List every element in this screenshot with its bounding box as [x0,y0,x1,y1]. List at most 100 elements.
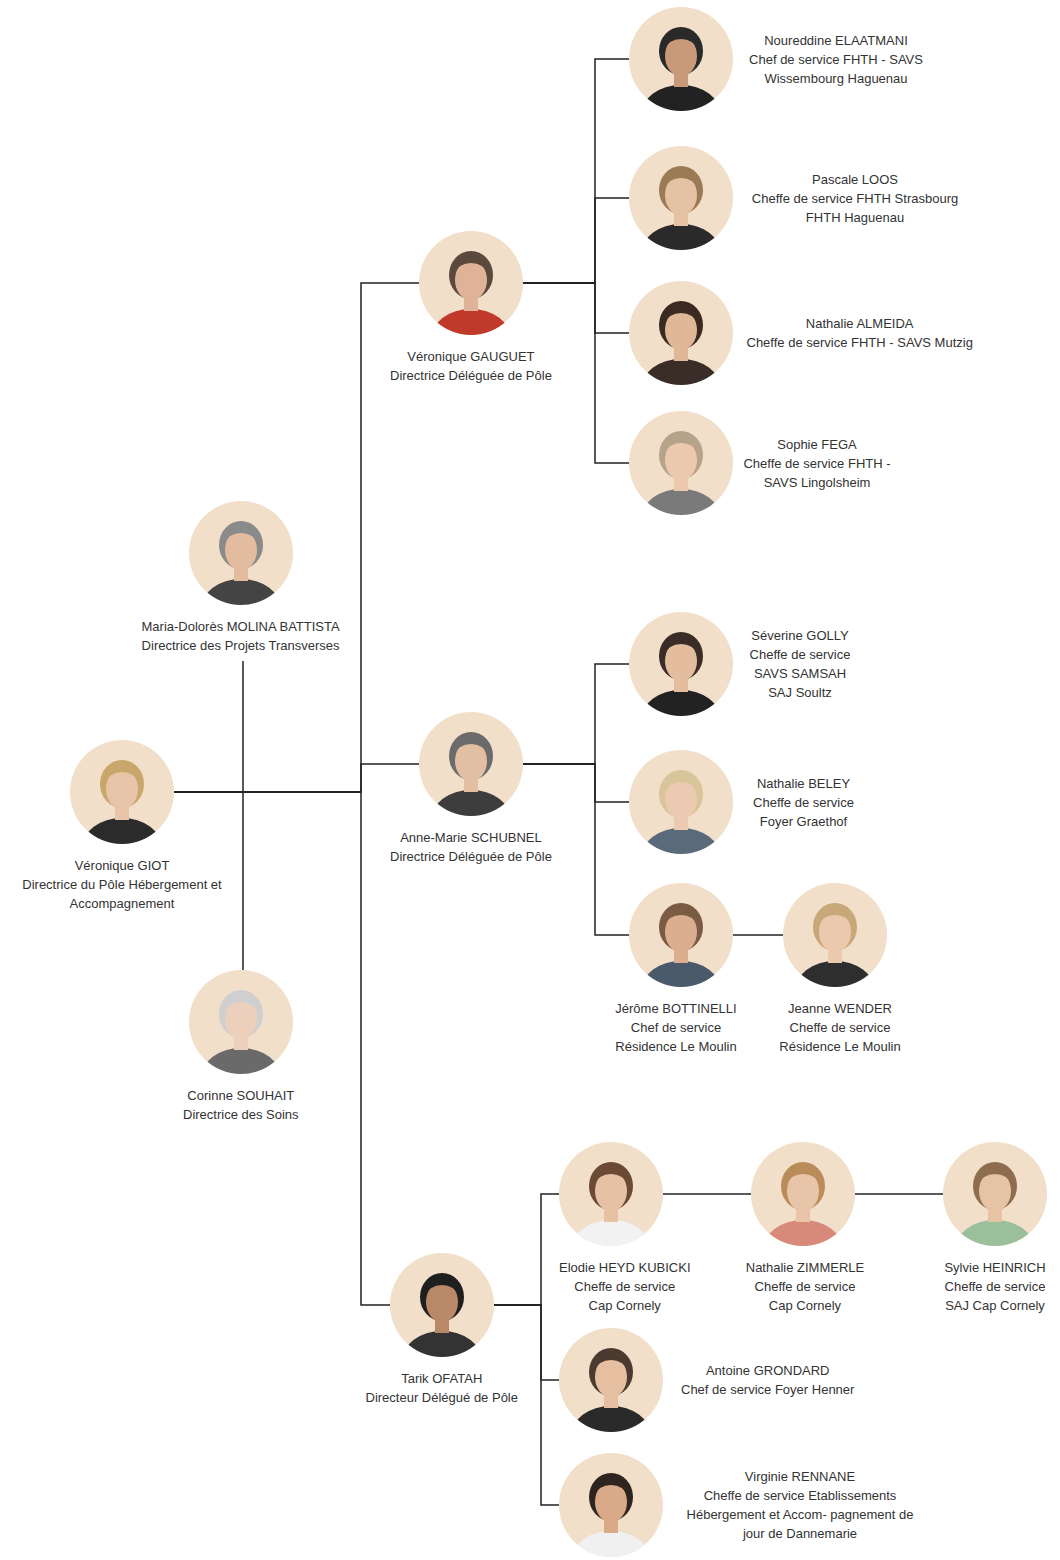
person-node: Sophie FEGACheffe de service FHTH - SAVS… [629,411,892,515]
person-role: Directrice Déléguée de Pôle [390,847,552,866]
portrait-photo [559,1328,663,1432]
org-connector [174,283,419,792]
person-name: Virginie RENNANE [680,1467,920,1486]
org-connector [174,764,419,792]
person-role: Cheffe de service FHTH - SAVS Mutzig [747,333,973,352]
person-caption: Anne-Marie SCHUBNELDirectrice Déléguée d… [390,828,552,866]
person-node: Anne-Marie SCHUBNELDirectrice Déléguée d… [390,712,552,866]
portrait-photo [629,7,733,111]
person-caption: Virginie RENNANECheffe de service Etabli… [680,1467,920,1543]
person-name: Jérôme BOTTINELLI [611,999,741,1018]
person-caption: Tarik OFATAHDirecteur Délégué de Pôle [366,1369,518,1407]
person-node: Nathalie ALMEIDACheffe de service FHTH -… [629,281,974,385]
person-caption: Elodie HEYD KUBICKICheffe de service Cap… [559,1258,691,1315]
person-role: Cheffe de service SAVS SAMSAH SAJ Soultz [745,645,855,702]
person-node: Elodie HEYD KUBICKICheffe de service Cap… [559,1142,691,1315]
person-name: Nathalie ALMEIDA [747,314,973,333]
person-node: Sylvie HEINRICHCheffe de service SAJ Cap… [935,1142,1055,1315]
person-caption: Nathalie ZIMMERLECheffe de service Cap C… [745,1258,865,1315]
org-connector [733,934,783,936]
person-name: Nathalie ZIMMERLE [745,1258,865,1277]
person-name: Pascale LOOS [745,170,965,189]
person-role: Cheffe de service FHTH - SAVS Lingolshei… [742,454,892,492]
org-connector [494,1194,559,1305]
person-role: Cheffe de service Cap Cornely [565,1277,685,1315]
org-connector [523,664,629,764]
person-role: Directrice des Projets Transverses [142,636,340,655]
person-node: Jeanne WENDERCheffe de service Résidence… [775,883,905,1056]
portrait-photo [629,612,733,716]
person-role: Chef de service Foyer Henner [681,1380,854,1399]
portrait-photo [559,1142,663,1246]
person-node: Nathalie ZIMMERLECheffe de service Cap C… [745,1142,865,1315]
person-name: Maria-Dolorès MOLINA BATTISTA [142,617,340,636]
person-node: Corinne SOUHAITDirectrice des Soins [183,970,299,1124]
person-name: Séverine GOLLY [745,626,855,645]
portrait-photo [559,1453,663,1557]
person-role: Cheffe de service Etablissements Héberge… [680,1486,920,1543]
person-node: Noureddine ELAATMANIChef de service FHTH… [629,7,931,111]
person-caption: Sophie FEGACheffe de service FHTH - SAVS… [742,435,892,492]
person-role: Directrice des Soins [183,1105,299,1124]
person-role: Chef de service FHTH - SAVS Wissembourg … [741,50,931,88]
org-connector [174,661,243,792]
person-name: Nathalie BELEY [741,774,866,793]
portrait-photo [783,883,887,987]
org-connector [494,1305,559,1380]
portrait-photo [629,146,733,250]
person-name: Corinne SOUHAIT [183,1086,299,1105]
person-node: Jérôme BOTTINELLIChef de service Résiden… [611,883,741,1056]
person-role: Cheffe de service Résidence Le Moulin [775,1018,905,1056]
person-caption: Nathalie ALMEIDACheffe de service FHTH -… [747,314,973,352]
person-caption: Jérôme BOTTINELLIChef de service Résiden… [611,999,741,1056]
person-name: Sophie FEGA [742,435,892,454]
org-connector [523,283,629,333]
person-name: Véronique GIOT [20,856,225,875]
person-role: Directeur Délégué de Pôle [366,1388,518,1407]
portrait-photo [629,883,733,987]
person-name: Antoine GRONDARD [681,1361,854,1380]
portrait-photo [189,501,293,605]
person-name: Jeanne WENDER [775,999,905,1018]
person-node: Tarik OFATAHDirecteur Délégué de Pôle [366,1253,519,1407]
person-caption: Pascale LOOSCheffe de service FHTH Stras… [745,170,965,227]
portrait-photo [629,750,733,854]
person-role: Chef de service Résidence Le Moulin [611,1018,741,1056]
person-caption: Séverine GOLLYCheffe de service SAVS SAM… [745,626,855,702]
person-caption: Noureddine ELAATMANIChef de service FHTH… [741,31,931,88]
person-caption: Sylvie HEINRICHCheffe de service SAJ Cap… [935,1258,1055,1315]
person-caption: Corinne SOUHAITDirectrice des Soins [183,1086,299,1124]
portrait-photo [189,970,293,1074]
portrait-photo [943,1142,1047,1246]
portrait-photo [419,712,523,816]
person-node: Virginie RENNANECheffe de service Etabli… [559,1453,920,1557]
org-connector [523,59,629,283]
person-name: Anne-Marie SCHUBNEL [390,828,552,847]
portrait-photo [390,1253,494,1357]
person-name: Véronique GAUGUET [390,347,552,366]
person-node: Véronique GAUGUETDirectrice Déléguée de … [390,231,552,385]
person-name: Noureddine ELAATMANI [741,31,931,50]
person-node: Maria-Dolorès MOLINA BATTISTADirectrice … [142,501,341,655]
org-connector [174,792,390,1305]
person-node: Nathalie BELEYCheffe de service Foyer Gr… [629,750,866,854]
portrait-photo [751,1142,855,1246]
person-node: Pascale LOOSCheffe de service FHTH Stras… [629,146,965,250]
person-role: Cheffe de service Foyer Graethof [741,793,866,831]
person-name: Sylvie HEINRICH [935,1258,1055,1277]
org-connector [523,764,629,802]
person-node: Séverine GOLLYCheffe de service SAVS SAM… [629,612,855,716]
org-connector [523,198,629,283]
person-role: Directrice Déléguée de Pôle [390,366,552,385]
person-role: Cheffe de service SAJ Cap Cornely [935,1277,1055,1315]
person-caption: Nathalie BELEYCheffe de service Foyer Gr… [741,774,866,831]
person-role: Cheffe de service Cap Cornely [745,1277,865,1315]
person-caption: Antoine GRONDARDChef de service Foyer He… [681,1361,854,1399]
portrait-photo [70,740,174,844]
person-node: Véronique GIOTDirectrice du Pôle Héberge… [20,740,225,913]
person-caption: Véronique GAUGUETDirectrice Déléguée de … [390,347,552,385]
person-caption: Jeanne WENDERCheffe de service Résidence… [775,999,905,1056]
person-role: Directrice du Pôle Hébergement et Accomp… [20,875,225,913]
org-connector [855,1193,943,1195]
